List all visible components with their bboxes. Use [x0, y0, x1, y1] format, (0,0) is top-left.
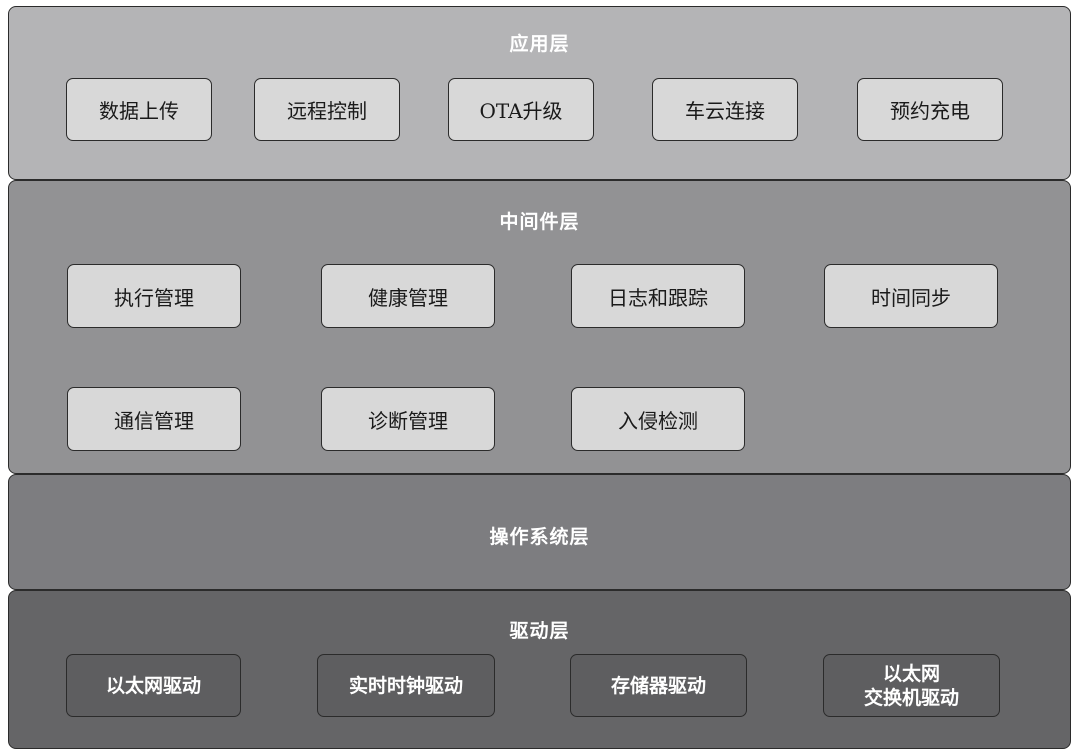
module-ota-upgrade: OTA升级 [448, 78, 594, 141]
module-storage-driver: 存储器驱动 [570, 654, 747, 717]
module-logging-tracing: 日志和跟踪 [571, 264, 745, 328]
module-vehicle-cloud-connect: 车云连接 [652, 78, 798, 141]
application-layer-title: 应用层 [509, 33, 570, 55]
os-layer-title: 操作系统层 [489, 526, 590, 548]
module-health-management: 健康管理 [321, 264, 495, 328]
middleware-layer: 中间件层 执行管理 健康管理 日志和跟踪 时间同步 通信管理 诊断管理 入侵检测 [8, 180, 1071, 474]
module-ethernet-switch-driver: 以太网 交换机驱动 [823, 654, 1000, 717]
os-layer: 操作系统层 [8, 474, 1071, 590]
driver-layer-title: 驱动层 [509, 620, 570, 642]
module-communication-management: 通信管理 [67, 387, 241, 451]
module-intrusion-detection: 入侵检测 [571, 387, 745, 451]
module-time-sync: 时间同步 [824, 264, 998, 328]
module-rtc-driver: 实时时钟驱动 [317, 654, 495, 717]
module-execution-management: 执行管理 [67, 264, 241, 328]
module-ethernet-driver: 以太网驱动 [66, 654, 241, 717]
module-diagnostic-management: 诊断管理 [321, 387, 495, 451]
module-remote-control: 远程控制 [254, 78, 400, 141]
module-data-upload: 数据上传 [66, 78, 212, 141]
driver-layer: 驱动层 以太网驱动 实时时钟驱动 存储器驱动 以太网 交换机驱动 [8, 590, 1071, 749]
middleware-layer-title: 中间件层 [499, 211, 580, 233]
module-scheduled-charging: 预约充电 [857, 78, 1003, 141]
application-layer: 应用层 数据上传 远程控制 OTA升级 车云连接 预约充电 [8, 6, 1071, 180]
